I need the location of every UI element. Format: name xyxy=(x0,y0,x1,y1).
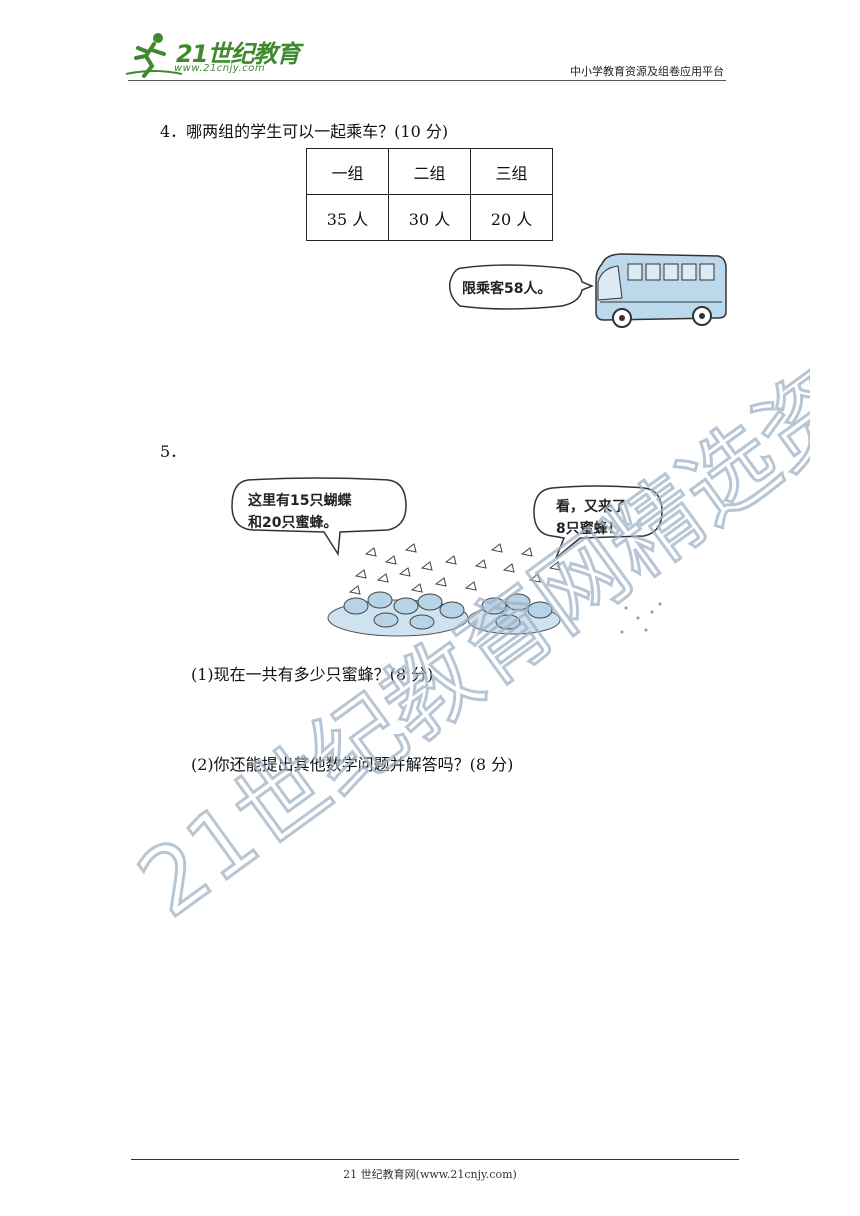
right-bubble-line: 看，又来了 xyxy=(556,499,626,515)
table-row: 35 人 30 人 20 人 xyxy=(306,194,553,241)
question-4-text: 4．哪两组的学生可以一起乘车？(10 分) xyxy=(160,122,449,141)
table-cell: 30 人 xyxy=(388,194,471,241)
bus-icon xyxy=(595,253,727,328)
right-bubble-line: 8只蜜蜂！ xyxy=(556,521,622,537)
table-header-cell: 一组 xyxy=(306,148,389,195)
table-row: 一组 二组 三组 xyxy=(306,148,553,195)
speech-bubble-left xyxy=(231,477,407,557)
header-divider xyxy=(128,80,726,81)
header-platform-text: 中小学教育资源及组卷应用平台 xyxy=(570,65,724,78)
question-5-sub1: (1)现在一共有多少只蜜蜂？(8 分) xyxy=(191,665,434,684)
table-header-cell: 二组 xyxy=(388,148,471,195)
right-bubble-text: 看，又来了 8只蜜蜂！ xyxy=(556,496,626,540)
logo-text: 21世纪教育 xyxy=(176,40,300,68)
left-bubble-line: 和20只蜜蜂。 xyxy=(248,515,338,531)
flowers-insects-illustration xyxy=(327,543,662,637)
logo-subtitle: www.21cnjy.com xyxy=(174,63,266,74)
bus-bubble-text: 限乘客58人。 xyxy=(462,281,552,297)
group-table: 一组 二组 三组 35 人 30 人 20 人 xyxy=(306,148,553,241)
runner-logo-icon xyxy=(125,33,183,78)
footer-text: 21 世纪教育网(www.21cnjy.com) xyxy=(343,1168,517,1181)
left-bubble-line: 这里有15只蝴蝶 xyxy=(248,493,352,509)
speech-bubble-bus xyxy=(448,264,594,310)
left-bubble-text: 这里有15只蝴蝶 和20只蜜蜂。 xyxy=(248,490,351,534)
table-cell: 35 人 xyxy=(306,194,389,241)
question-5-number: 5． xyxy=(160,442,187,461)
table-cell: 20 人 xyxy=(470,194,553,241)
table-header-cell: 三组 xyxy=(470,148,553,195)
question-5-sub2: (2)你还能提出其他数学问题并解答吗？(8 分) xyxy=(191,755,514,774)
logo xyxy=(124,30,294,80)
footer-divider xyxy=(131,1159,739,1160)
speech-bubble-right xyxy=(533,485,663,559)
